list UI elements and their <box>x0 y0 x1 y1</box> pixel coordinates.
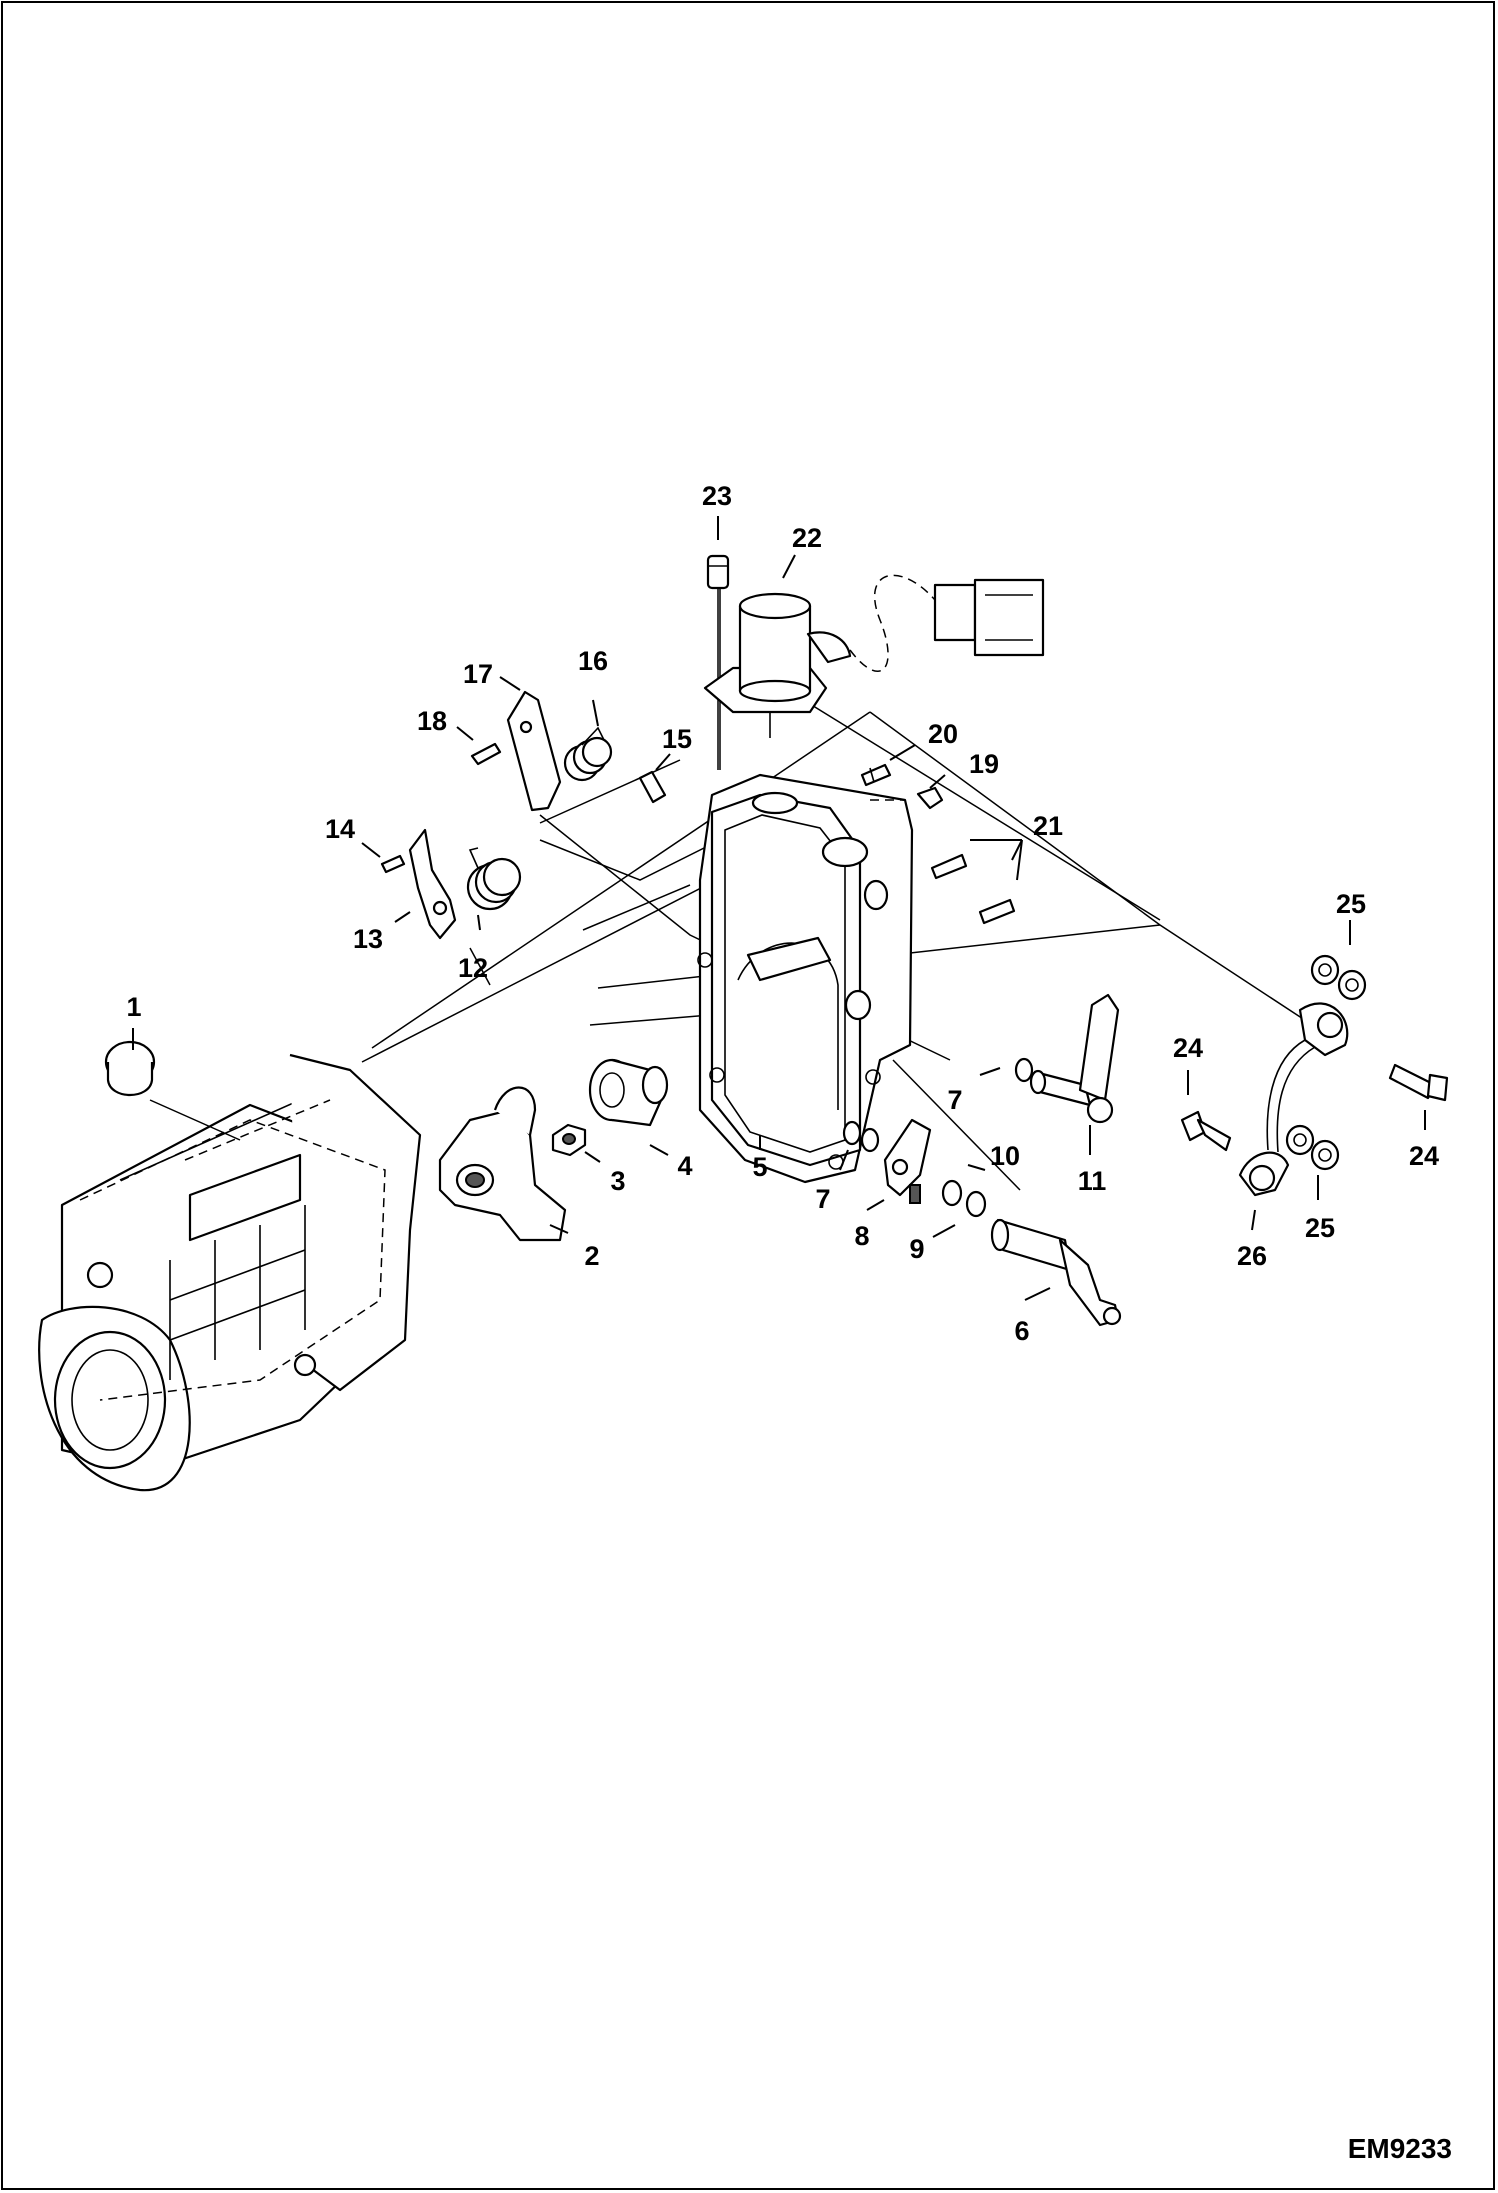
part-10-washer <box>941 1179 963 1207</box>
part-13-lever <box>408 828 457 940</box>
callout-25a: 25 <box>1336 889 1366 919</box>
part-26-pipe <box>1238 1002 1349 1197</box>
part-22-solenoid <box>703 574 1045 738</box>
callout-12: 12 <box>458 953 488 983</box>
callout-21: 21 <box>1033 811 1063 841</box>
part-6-shaft <box>990 1218 1122 1327</box>
part-15-pin <box>638 770 667 804</box>
callout-20: 20 <box>928 719 958 749</box>
part-11-lever-shaft <box>1029 993 1120 1124</box>
callout-16: 16 <box>578 646 608 676</box>
part-9-washer <box>965 1190 987 1218</box>
part-18-pin <box>470 742 502 766</box>
part-21-studs <box>930 853 1016 925</box>
part-23-bolt <box>706 554 730 770</box>
part-25-washers-bottom <box>1285 1124 1340 1171</box>
callout-14: 14 <box>325 814 355 844</box>
part-5-governor-housing <box>697 773 914 1184</box>
part-12-spring <box>466 847 522 911</box>
callout-3: 3 <box>610 1166 625 1196</box>
callout-24b: 24 <box>1409 1141 1439 1171</box>
callout-19: 19 <box>969 749 999 779</box>
callout-1: 1 <box>126 992 141 1022</box>
part-2-weight-carrier <box>438 1086 567 1242</box>
part-16-spring <box>563 726 613 782</box>
callout-24a: 24 <box>1173 1033 1203 1063</box>
callout-25b: 25 <box>1305 1213 1335 1243</box>
callout-15: 15 <box>662 724 692 754</box>
callout-13: 13 <box>353 924 383 954</box>
part-25-washers-top <box>1310 954 1367 1001</box>
part-19-plug <box>916 786 944 810</box>
part-1-plug <box>104 1040 241 1141</box>
leader-lines <box>132 516 1426 1301</box>
callout-22: 22 <box>792 523 822 553</box>
callout-10: 10 <box>990 1141 1020 1171</box>
callout-7b: 7 <box>815 1184 830 1214</box>
part-3-nut <box>551 1123 587 1157</box>
callout-7a: 7 <box>947 1085 962 1115</box>
callout-4: 4 <box>677 1151 692 1181</box>
callout-2: 2 <box>584 1241 599 1271</box>
callout-5: 5 <box>752 1152 767 1182</box>
callout-18: 18 <box>417 706 447 736</box>
part-24-bolt-left <box>1180 1110 1232 1152</box>
callout-11: 11 <box>1078 1166 1107 1196</box>
part-14-pin <box>380 854 406 874</box>
part-1-main-housing <box>38 1053 422 1492</box>
callout-26: 26 <box>1237 1241 1267 1271</box>
part-24-bolt-right <box>1388 1063 1449 1102</box>
callout-23: 23 <box>702 481 732 511</box>
callout-8: 8 <box>854 1221 869 1251</box>
part-20-screw <box>860 763 892 787</box>
part-7-o-rings <box>842 1057 1034 1153</box>
part-8-plate <box>883 1118 932 1204</box>
document-code: EM9233 <box>1347 2133 1452 2164</box>
part-17-lever <box>506 690 562 812</box>
callout-9: 9 <box>909 1234 924 1264</box>
callout-17: 17 <box>463 659 493 689</box>
callout-6: 6 <box>1014 1316 1029 1346</box>
part-4-sleeve <box>588 1058 669 1127</box>
callout-labels: 1 2 3 4 5 6 7 7 8 9 10 11 12 13 14 15 16… <box>126 481 1439 1346</box>
